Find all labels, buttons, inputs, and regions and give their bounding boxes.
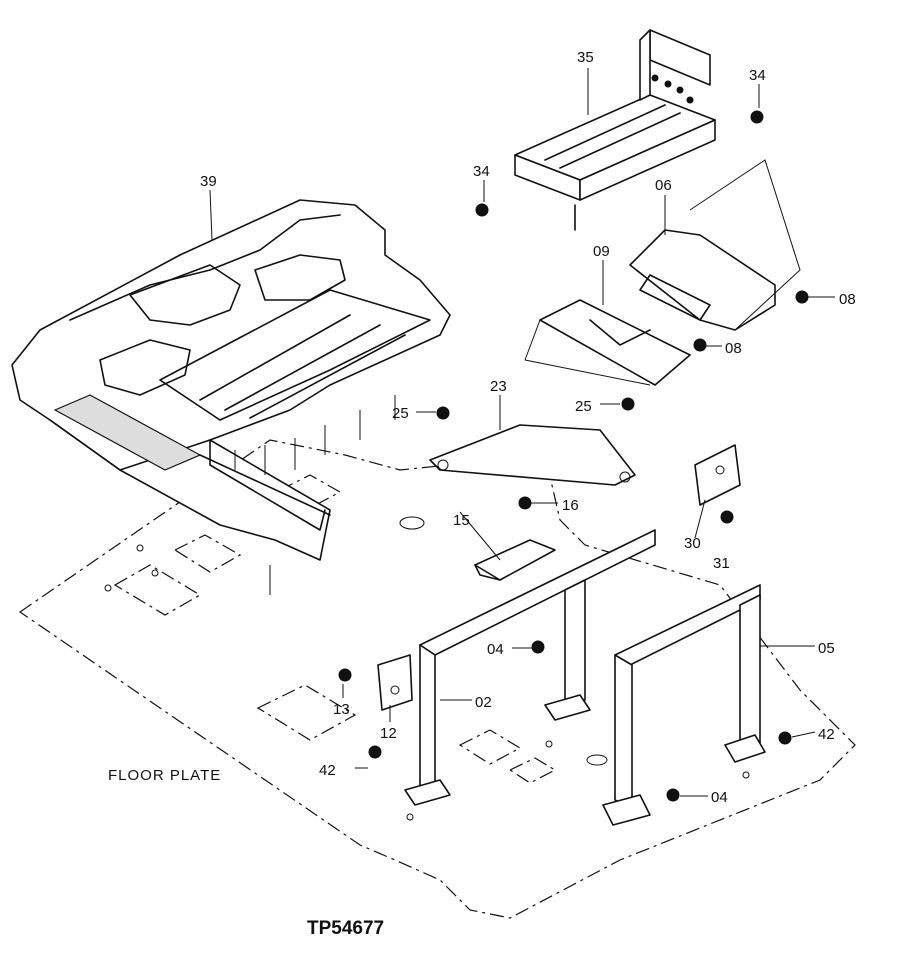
part-09-plate [524,299,691,386]
part-label-08: 08 [725,340,742,357]
part-02-frame [404,529,656,806]
part-number-labels: 39 35 34 34 06 09 08 08 23 25 25 16 15 3… [200,49,856,806]
part-label-09: 09 [593,243,610,260]
part-label-02: 02 [475,694,492,711]
part-label-23: 23 [490,378,507,395]
part-30-bracket [694,444,741,506]
floor-plate-label: FLOOR PLATE [108,767,221,784]
part-label-15: 15 [453,512,470,529]
part-label-31: 31 [713,555,730,572]
part-06-bracket [629,159,801,331]
part-label-13: 13 [333,701,350,718]
part-label-25: 25 [575,398,592,415]
part-label-16: 16 [562,497,579,514]
part-label-34: 34 [473,163,490,180]
part-label-05: 05 [818,640,835,657]
part-23-plate [429,424,636,486]
part-35-seat-base [514,29,716,231]
part-label-42: 42 [319,762,336,779]
part-label-08: 08 [839,291,856,308]
part-label-34: 34 [749,67,766,84]
leader-lines [209,68,835,797]
part-label-30: 30 [684,535,701,552]
part-label-06: 06 [655,177,672,194]
part-label-04: 04 [487,641,504,658]
part-label-42: 42 [818,726,835,743]
drawing-code: TP54677 [307,918,384,939]
part-15-clamp [474,539,556,581]
part-05-frame [602,584,766,826]
part-label-25: 25 [392,405,409,422]
bolts [338,110,809,802]
floor-mat [11,199,451,595]
part-12-plate [377,654,413,711]
part-label-12: 12 [380,725,397,742]
part-label-04: 04 [711,789,728,806]
part-label-35: 35 [577,49,594,66]
part-label-39: 39 [200,173,217,190]
